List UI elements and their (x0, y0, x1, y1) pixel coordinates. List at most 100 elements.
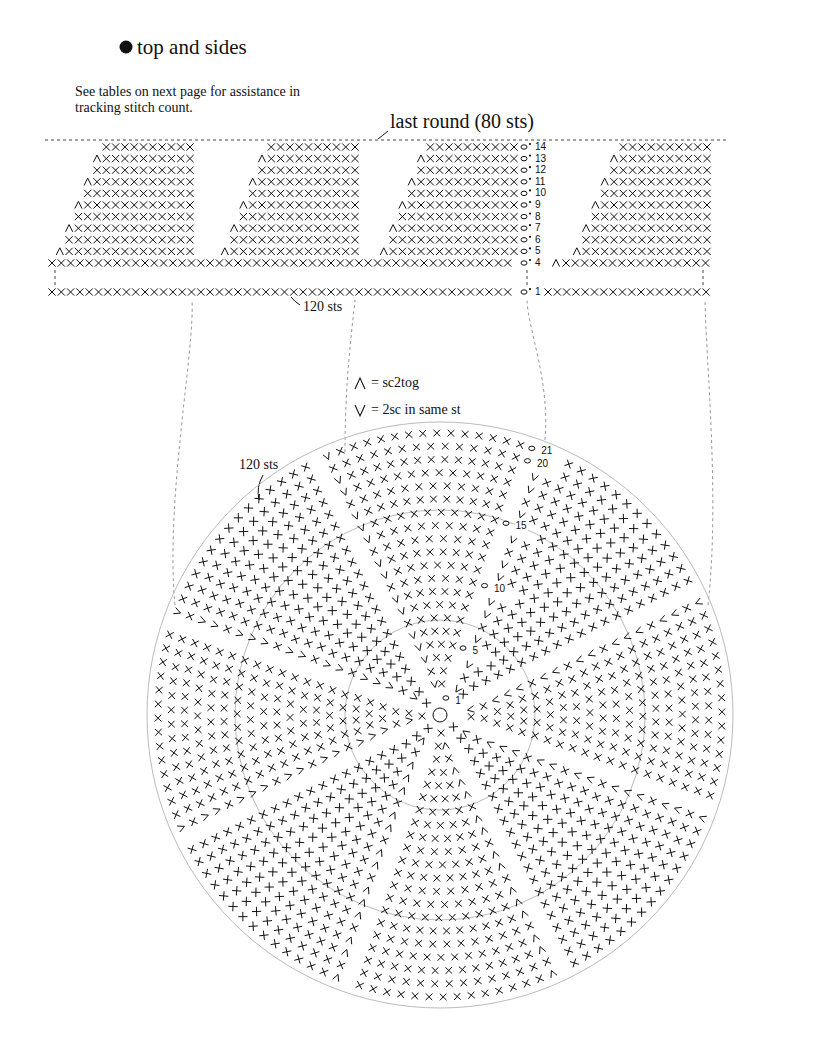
stitch-symbol (473, 236, 480, 243)
stitch-symbol (622, 904, 631, 913)
stitch-symbol (254, 550, 263, 559)
stitch-symbol (666, 705, 673, 712)
stitch-symbol (429, 808, 436, 815)
stitch-symbol (244, 776, 252, 784)
stitch-symbol (458, 288, 465, 295)
stitch-symbol (596, 529, 605, 538)
stitch-symbol (635, 753, 643, 761)
stitch-symbol (437, 822, 444, 829)
stitch-symbol (123, 288, 130, 295)
stitch-symbol (208, 704, 215, 711)
stitch-symbol (522, 642, 531, 651)
stitch-symbol (131, 201, 138, 208)
stitch-symbol (592, 213, 599, 220)
stitch-symbol (167, 797, 175, 805)
stitch-symbol (93, 167, 100, 174)
stitch-symbol (159, 190, 166, 197)
stitch-symbol (335, 638, 344, 647)
stitch-symbol (558, 819, 567, 828)
stitch-symbol (351, 190, 358, 197)
stitch-symbol (568, 827, 577, 836)
stitch-symbol (534, 636, 543, 645)
stitch-symbol (389, 745, 398, 754)
stitch-symbol (561, 473, 570, 482)
stitch-symbol (468, 992, 475, 999)
stitch-symbol (201, 815, 208, 821)
stitch-symbol (455, 155, 462, 162)
stitch-symbol (419, 713, 426, 720)
stitch-symbol (539, 837, 548, 846)
stitch-symbol (351, 248, 358, 255)
stitch-symbol (186, 248, 193, 255)
stitch-symbol (417, 190, 424, 197)
stitch-symbol (468, 706, 475, 713)
stitch-symbol (359, 900, 365, 907)
stitch-symbol (168, 707, 175, 714)
stitch-symbol (703, 213, 710, 220)
stitch-symbol (132, 288, 139, 295)
stitch-symbol (417, 616, 425, 624)
stitch-symbol (272, 288, 279, 295)
stitch-symbol (399, 248, 406, 255)
stitch-symbol (234, 711, 241, 718)
stitch-symbol (704, 688, 711, 695)
stitch-symbol (459, 779, 465, 786)
stitch-symbol (602, 867, 611, 876)
stitch-symbol (600, 259, 607, 266)
stitch-symbol (610, 167, 617, 174)
stitch-symbol (684, 576, 693, 585)
stitch-symbol (423, 602, 430, 609)
stitch-symbol (577, 939, 586, 948)
stitch-symbol (587, 845, 596, 854)
stitch-symbol (294, 955, 303, 964)
stitch-symbol (529, 875, 538, 884)
stitch-symbol (663, 676, 671, 684)
stitch-symbol (75, 236, 82, 243)
stitch-symbol (389, 640, 398, 649)
stitch-symbol (606, 538, 615, 547)
stitch-symbol (610, 236, 617, 243)
stitch-symbol (313, 548, 322, 557)
stitch-symbol (510, 190, 517, 197)
stitch-symbol (637, 554, 646, 563)
stitch-symbol (408, 248, 415, 255)
stitch-symbol (261, 838, 270, 847)
stitch-symbol (425, 861, 432, 868)
stitch-symbol (636, 822, 645, 831)
stitch-symbol (213, 809, 220, 815)
stitch-symbol (520, 718, 527, 725)
stitch-symbol (447, 874, 454, 881)
stitch-symbol (510, 225, 517, 232)
stitch-symbol (168, 692, 175, 699)
stitch-symbol (568, 675, 576, 683)
stitch-symbol (247, 816, 256, 825)
stitch-symbol (253, 288, 260, 295)
stitch-symbol (360, 855, 369, 864)
stitch-symbol (296, 143, 303, 150)
stitch-symbol (93, 201, 100, 208)
stitch-symbol (638, 236, 645, 243)
stitch-symbol (546, 698, 553, 705)
stitch-symbol (296, 225, 303, 232)
stitch-symbol (400, 552, 408, 560)
stitch-symbol (328, 649, 337, 658)
stitch-symbol (322, 593, 331, 602)
stitch-symbol (610, 225, 617, 232)
stitch-symbol (436, 469, 443, 476)
stitch-symbol (285, 901, 294, 910)
stitch-symbol (286, 934, 295, 943)
stitch-symbol (456, 496, 463, 503)
stitch-symbol (140, 236, 147, 243)
stitch-symbol (501, 178, 508, 185)
stitch-symbol (140, 143, 147, 150)
stitch-symbol (301, 803, 310, 812)
stitch-symbol (529, 652, 538, 661)
stitch-symbol (513, 632, 522, 641)
stitch-symbol (273, 832, 282, 841)
stitch-symbol (680, 823, 689, 832)
stitch-symbol (342, 155, 349, 162)
stitch-symbol (309, 814, 318, 823)
stitch-symbol (317, 743, 325, 751)
stitch-symbol (141, 288, 148, 295)
stitch-symbol (353, 717, 360, 724)
